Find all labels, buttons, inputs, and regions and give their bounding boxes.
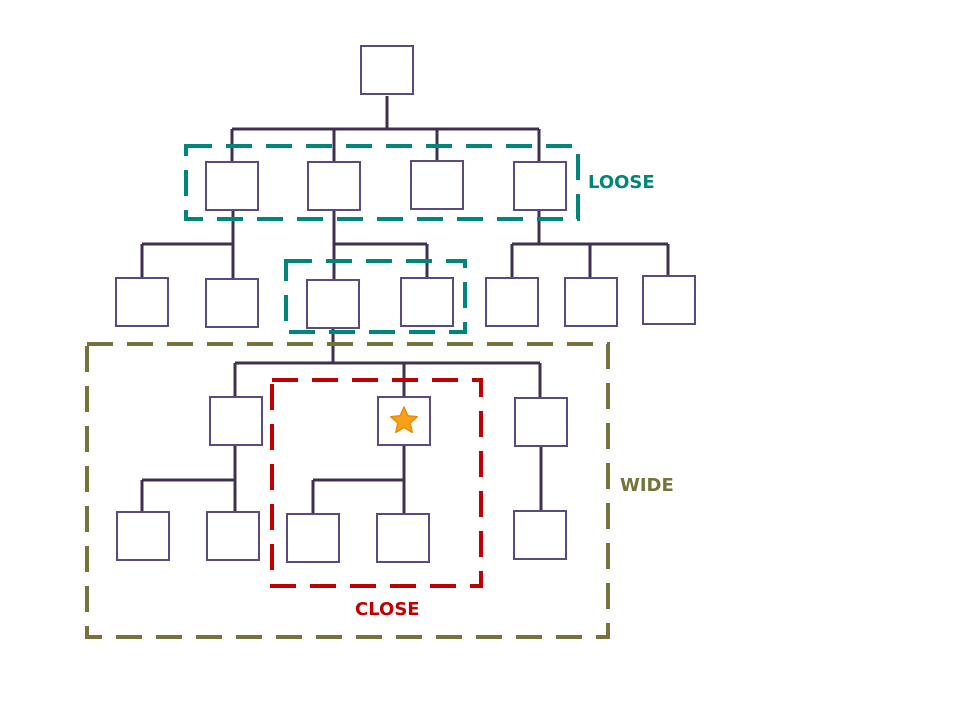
tree-node-box bbox=[376, 513, 430, 563]
tree-node-box bbox=[410, 160, 464, 210]
tree-node-box bbox=[400, 277, 454, 327]
tree-node-box bbox=[209, 396, 263, 446]
loose-label: LOOSE bbox=[588, 172, 655, 193]
tree-node-box bbox=[514, 397, 568, 447]
tree-node-box bbox=[513, 510, 567, 560]
tree-node-box bbox=[485, 277, 539, 327]
tree-node-box bbox=[642, 275, 696, 325]
loose-group-level2 bbox=[284, 259, 467, 334]
close-group bbox=[270, 378, 483, 588]
star-icon bbox=[389, 406, 419, 434]
tree-node-box bbox=[205, 278, 259, 328]
tree-node-box bbox=[206, 511, 260, 561]
tree-node-box bbox=[513, 161, 567, 211]
loose-group-level1 bbox=[184, 144, 580, 221]
tree-node-box bbox=[286, 513, 340, 563]
wide-label: WIDE bbox=[620, 475, 674, 496]
tree-node-box bbox=[307, 161, 361, 211]
tree-node-box bbox=[205, 161, 259, 211]
tree-node-box bbox=[116, 511, 170, 561]
close-label: CLOSE bbox=[355, 599, 420, 620]
tree-node-box bbox=[564, 277, 618, 327]
tree-node-box bbox=[306, 279, 360, 329]
tree-node-box bbox=[360, 45, 414, 95]
wide-group bbox=[85, 342, 610, 639]
tree-node-box bbox=[115, 277, 169, 327]
